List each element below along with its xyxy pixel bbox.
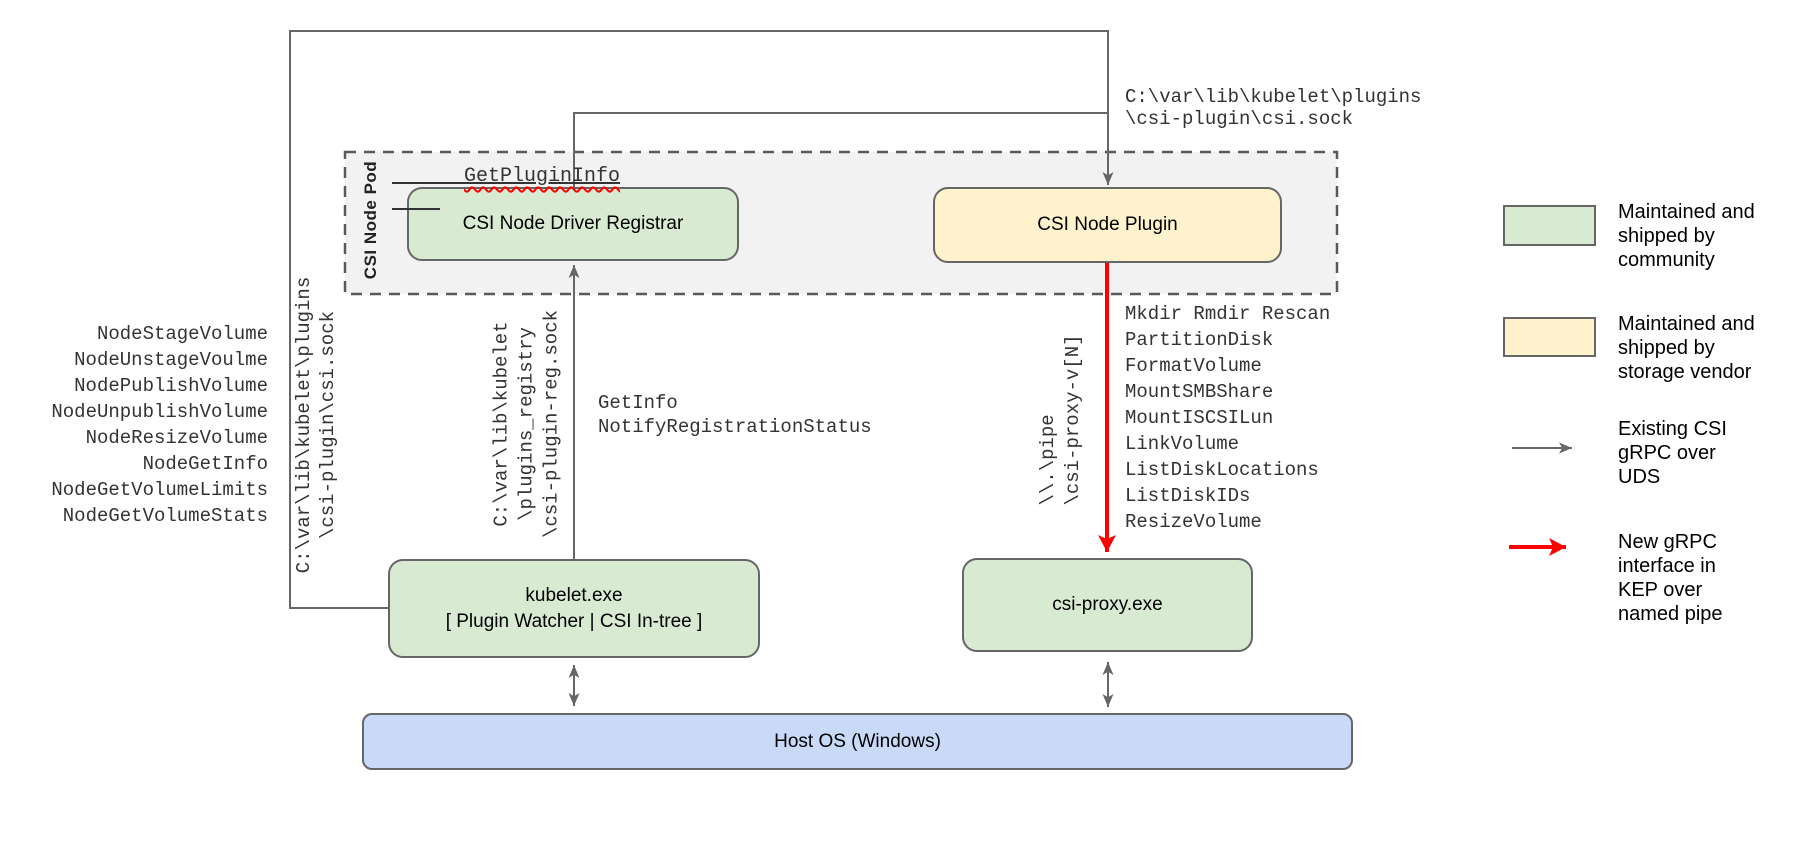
legend-gray-arrow-label: Existing CSI gRPC over UDS: [1618, 418, 1727, 488]
csi-node-driver-registrar-box: CSI Node Driver Registrar: [407, 187, 739, 261]
named-pipe-path-label: \\.\pipe \csi-proxy-v[N]: [1037, 334, 1084, 506]
get-plugin-info-underline: GetPluginInfo: [392, 165, 620, 214]
host-os-box: Host OS (Windows): [362, 713, 1353, 770]
csi-proxy-label: csi-proxy.exe: [1052, 594, 1163, 615]
legend-community-label: Maintained and shipped by community: [1618, 201, 1755, 271]
kubelet-to-plugin-connector: [289, 30, 1114, 609]
kubelet-subtitle: [ Plugin Watcher | CSI In-tree ]: [445, 610, 703, 632]
kubelet-box: kubelet.exe [ Plugin Watcher | CSI In-tr…: [388, 559, 760, 658]
csi-node-plugin-label: CSI Node Plugin: [1037, 214, 1178, 235]
kubelet-title: kubelet.exe: [525, 584, 623, 606]
node-csi-methods-list: NodeStageVolume NodeUnstageVoulme NodePu…: [51, 323, 268, 527]
legend-community-swatch: [1503, 205, 1596, 246]
csi-node-pod-label: CSI Node Pod: [361, 160, 380, 280]
legend-vendor-label: Maintained and shipped by storage vendor: [1618, 313, 1755, 383]
csi-proxy-methods-list: Mkdir Rmdir Rescan PartitionDisk FormatV…: [1125, 303, 1331, 533]
csi-sock-path-vertical-label: C:\var\lib\kubelet\plugins \csi-plugin\c…: [293, 276, 339, 574]
csi-sock-path-label: C:\var\lib\kubelet\plugins \csi-plugin\c…: [1125, 86, 1422, 130]
registration-methods-list: GetInfo NotifyRegistrationStatus: [598, 392, 872, 438]
get-plugin-info-label: GetPluginInfo: [392, 112, 620, 242]
csi-proxy-box: csi-proxy.exe: [962, 558, 1253, 652]
csi-node-plugin-box: CSI Node Plugin: [933, 187, 1282, 263]
get-plugin-info-text: GetPluginInfo: [464, 165, 621, 188]
legend-red-arrow-label: New gRPC interface in KEP over named pip…: [1618, 531, 1723, 625]
host-os-label: Host OS (Windows): [774, 730, 941, 752]
legend-vendor-swatch: [1503, 317, 1596, 357]
get-plugin-info-connector: [573, 112, 1108, 187]
csi-node-driver-registrar-label: CSI Node Driver Registrar: [462, 213, 684, 234]
registration-sock-path-label: C:\var\lib\kubelet \plugins_registry \cs…: [490, 309, 563, 539]
